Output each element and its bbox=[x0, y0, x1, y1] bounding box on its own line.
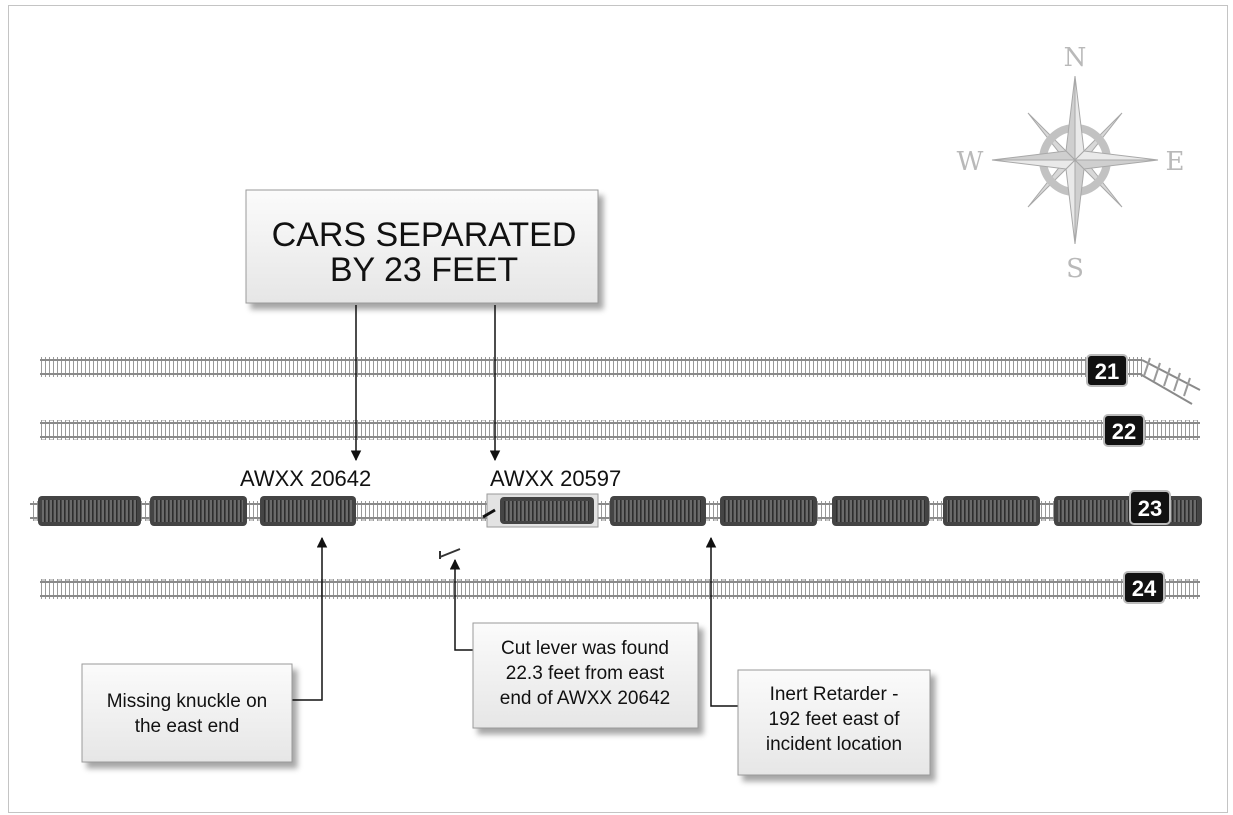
track-24-number: 24 bbox=[1132, 576, 1157, 601]
compass-north-label: N bbox=[1064, 43, 1087, 73]
headline-line-2: BY 23 FEET bbox=[330, 251, 518, 289]
track-22-number: 22 bbox=[1112, 419, 1136, 444]
callout-knuckle-line-2: the east end bbox=[135, 716, 240, 737]
callout-knuckle-line-1: Missing knuckle on bbox=[107, 691, 268, 712]
callout-retarder-line-3: incident location bbox=[766, 734, 902, 755]
rail-car bbox=[1054, 496, 1202, 526]
coupler-icon bbox=[482, 508, 496, 519]
callout-cut-lever-line-1: Cut lever was found bbox=[501, 638, 669, 659]
callout-retarder-line-2: 192 feet east of bbox=[769, 709, 901, 730]
rail-car bbox=[943, 496, 1040, 526]
compass-east-label: E bbox=[1166, 147, 1185, 177]
callout-cut-lever: Cut lever was found 22.3 feet from east … bbox=[449, 558, 699, 729]
car-label-awxx-20597: AWXX 20597 bbox=[490, 466, 621, 491]
track-23-badge bbox=[1129, 490, 1171, 525]
rail-car-awxx-20642 bbox=[260, 496, 356, 526]
rail-car bbox=[832, 496, 929, 526]
headline-line-1: CARS SEPARATED bbox=[272, 216, 577, 254]
callout-cut-lever-line-3: end of AWXX 20642 bbox=[500, 688, 670, 709]
track-21-spur bbox=[1139, 357, 1201, 405]
track-21: 21 bbox=[40, 354, 1201, 405]
track-24-badge bbox=[1123, 571, 1165, 604]
track-22: 22 bbox=[40, 414, 1200, 447]
callout-cut-lever-line-2: 22.3 feet from east bbox=[506, 663, 665, 684]
rail-car bbox=[610, 496, 706, 526]
rail-car bbox=[150, 496, 247, 526]
compass-west-label: W bbox=[957, 147, 984, 177]
callout-inert-retarder: Inert Retarder - 192 feet east of incide… bbox=[705, 536, 931, 776]
track-21-number: 21 bbox=[1095, 359, 1119, 384]
cut-lever-icon bbox=[439, 548, 461, 559]
rail-car bbox=[38, 496, 141, 526]
track-23-number: 23 bbox=[1138, 496, 1162, 521]
compass-south-label: S bbox=[1066, 254, 1084, 284]
rail-cars bbox=[38, 493, 1202, 528]
callout-missing-knuckle: Missing knuckle on the east end bbox=[81, 536, 328, 763]
track-22-badge bbox=[1103, 414, 1145, 447]
callout-retarder-line-1: Inert Retarder - bbox=[770, 684, 899, 705]
car-label-awxx-20642: AWXX 20642 bbox=[240, 466, 371, 491]
rail-car-awxx-20597 bbox=[482, 493, 599, 528]
track-21-badge bbox=[1086, 354, 1128, 387]
rail-car bbox=[720, 496, 817, 526]
headline-box: CARS SEPARATED BY 23 FEET bbox=[245, 189, 599, 304]
compass-rose-icon: N S E W bbox=[957, 43, 1185, 284]
track-24: 24 bbox=[40, 571, 1200, 604]
